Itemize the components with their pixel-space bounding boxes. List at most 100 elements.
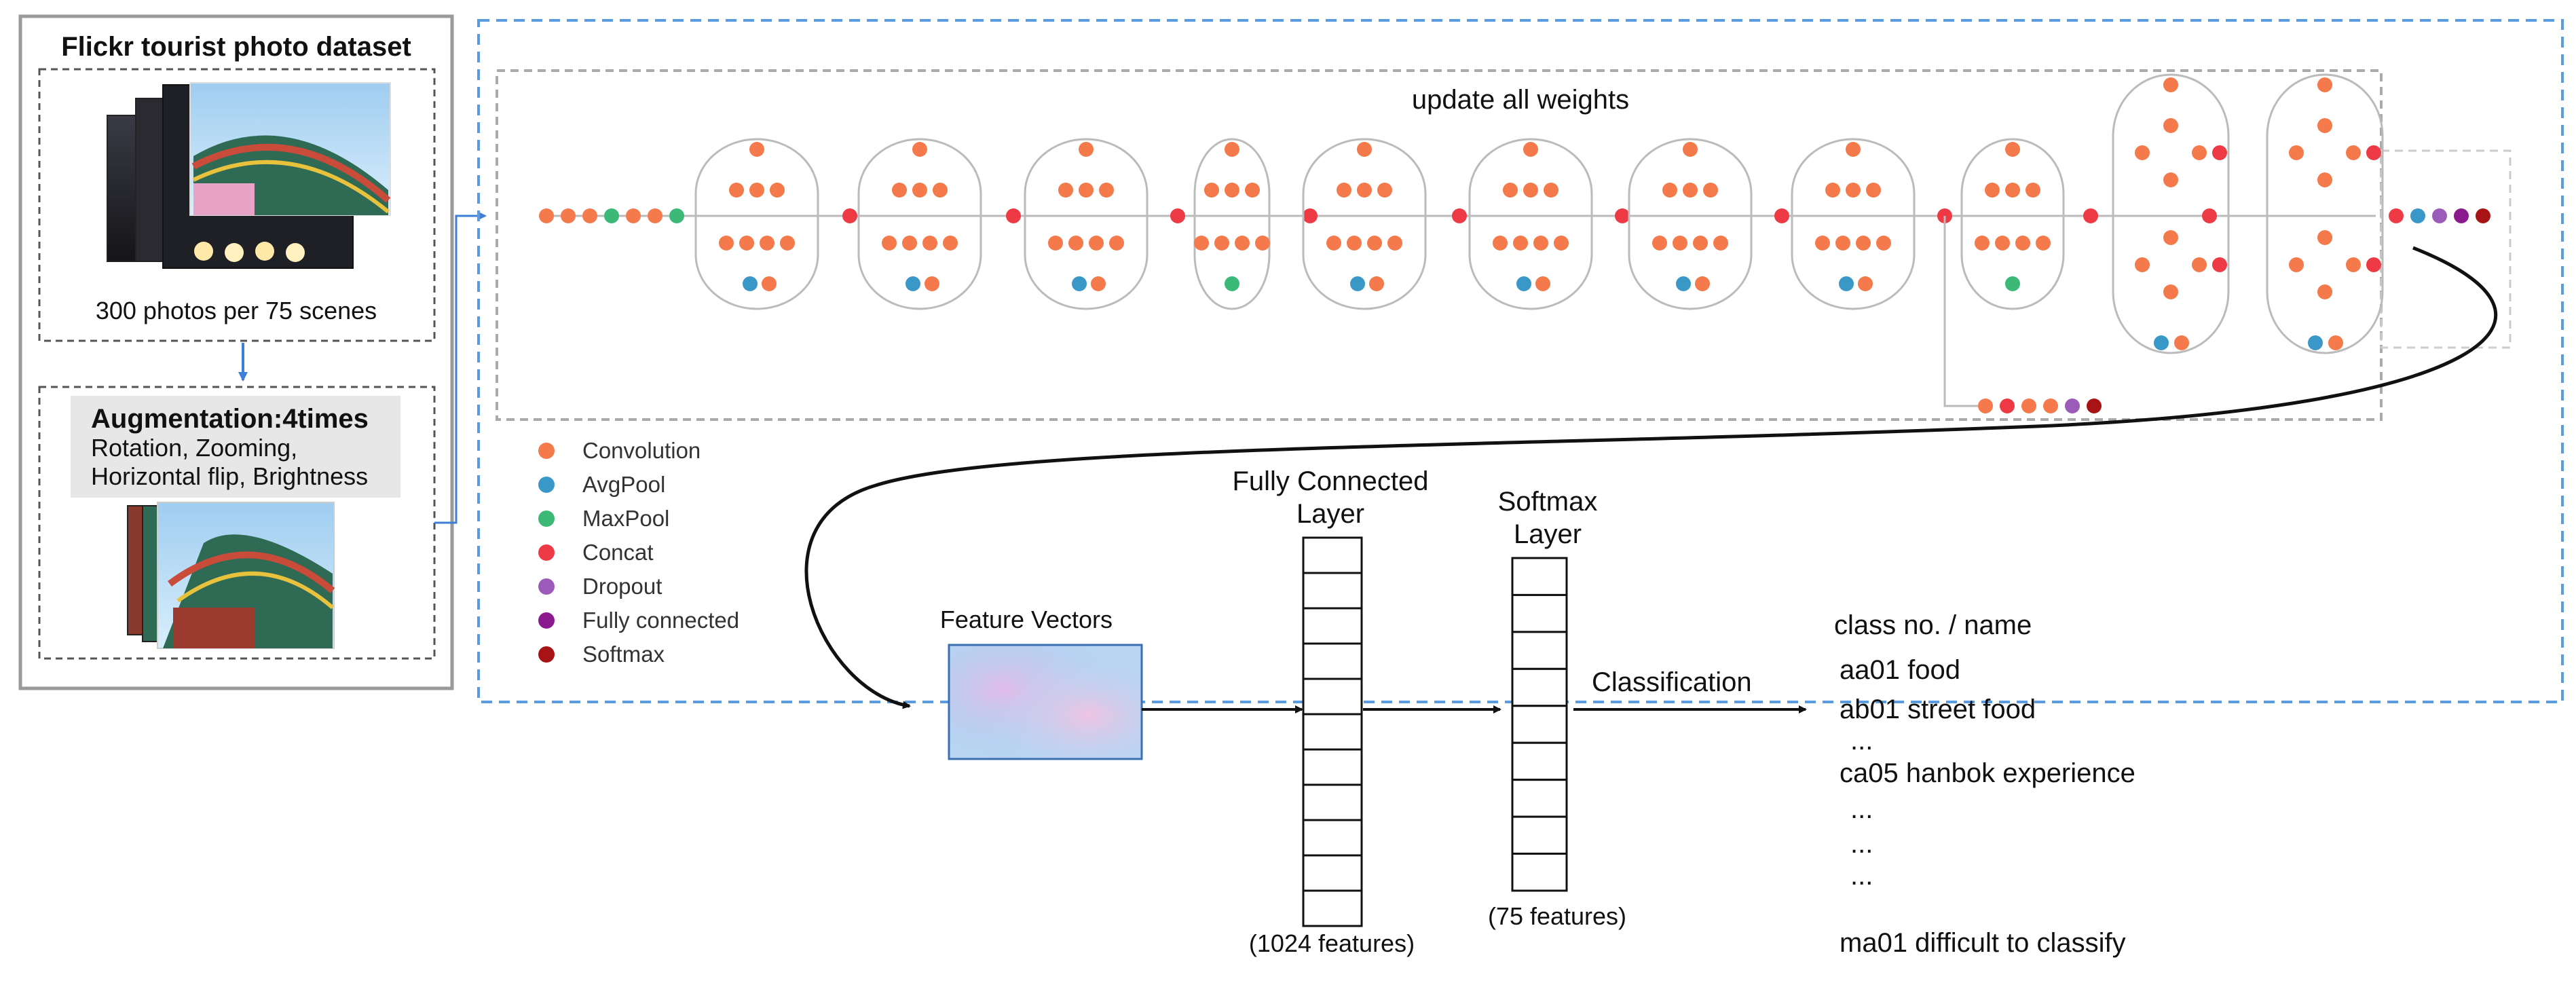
- conv-node: [1214, 236, 1229, 251]
- conv-node: [1377, 183, 1392, 198]
- conv-node: [1079, 142, 1094, 157]
- legend-swatch: [538, 511, 555, 527]
- conv-node: [1554, 236, 1569, 251]
- conv-node: [1493, 236, 1508, 251]
- dataset-title: Flickr tourist photo dataset: [61, 32, 411, 62]
- head-node: [2389, 208, 2404, 223]
- conv-node: [2005, 183, 2020, 198]
- layer-cell: [1302, 783, 1363, 821]
- conv-node: [1194, 236, 1209, 251]
- conv-node: [925, 276, 939, 291]
- conv-node: [2317, 118, 2332, 133]
- fc-layer-label-2: Layer: [1296, 499, 1364, 529]
- conv-node: [1503, 183, 1518, 198]
- conv-node: [1245, 183, 1260, 198]
- avgpool-node: [743, 276, 758, 291]
- avgpool-node: [2154, 335, 2169, 350]
- concat-node: [1303, 208, 1318, 223]
- conv-node: [739, 236, 754, 251]
- legend-label: Convolution: [582, 438, 701, 463]
- conv-node: [1533, 236, 1548, 251]
- conv-node: [1225, 142, 1239, 157]
- inception-module: [857, 138, 982, 310]
- conv-node: [749, 142, 764, 157]
- conv-node: [1099, 183, 1114, 198]
- legend-label: MaxPool: [582, 506, 669, 531]
- conv-node: [626, 208, 641, 223]
- conv-node: [1846, 183, 1861, 198]
- layer-cell: [1302, 607, 1363, 645]
- maxpool-node: [2005, 276, 2020, 291]
- aux-node: [2065, 398, 2080, 413]
- legend-label: Dropout: [582, 574, 662, 599]
- layer-cell: [1302, 819, 1363, 857]
- inception-module: [1302, 138, 1427, 310]
- inception-module: [1024, 138, 1149, 310]
- conv-node: [2015, 236, 2030, 251]
- conv-node: [1544, 183, 1558, 198]
- fc-features-label: (1024 features): [1249, 929, 1415, 957]
- aux-node: [2087, 398, 2102, 413]
- conv-node: [539, 208, 554, 223]
- conv-node: [1058, 183, 1073, 198]
- legend-swatch: [538, 612, 555, 629]
- conv-node: [2026, 183, 2040, 198]
- layer-cell: [1302, 642, 1363, 680]
- conv-node: [1109, 236, 1124, 251]
- conv-node: [2317, 172, 2332, 187]
- concat-node: [1170, 208, 1185, 223]
- conv-node: [2174, 335, 2189, 350]
- fc-layer-label-1: Fully Connected: [1232, 466, 1428, 496]
- conv-node: [912, 183, 927, 198]
- layer-cell: [1302, 572, 1363, 610]
- inception-module: [694, 138, 819, 310]
- conv-node: [1995, 236, 2010, 251]
- conv-node: [1876, 236, 1891, 251]
- concat-node: [2083, 208, 2098, 223]
- conv-node: [2328, 335, 2343, 350]
- conv-node: [1683, 142, 1698, 157]
- legend-swatch: [538, 477, 555, 493]
- layer-cell: [1511, 667, 1568, 707]
- inception-module-large: [2266, 73, 2384, 354]
- conv-node: [1835, 236, 1850, 251]
- conv-node: [1673, 236, 1687, 251]
- conv-node: [1856, 236, 1871, 251]
- head-node: [2432, 208, 2447, 223]
- feature-vectors-label: Feature Vectors: [940, 606, 1113, 633]
- conv-node: [2317, 284, 2332, 299]
- conv-node: [1815, 236, 1830, 251]
- feature-vector-image: [948, 644, 1143, 760]
- conv-node: [1866, 183, 1881, 198]
- conv-node: [1347, 236, 1362, 251]
- avgpool-node: [2308, 335, 2323, 350]
- conv-node: [1513, 236, 1528, 251]
- inception-module-large: [2112, 73, 2230, 354]
- avgpool-node: [1072, 276, 1087, 291]
- conv-node: [1337, 183, 1351, 198]
- conv-node: [2163, 118, 2178, 133]
- softmax-layer-label-2: Layer: [1514, 519, 1582, 549]
- conv-node: [1326, 236, 1341, 251]
- aux-node: [2043, 398, 2058, 413]
- concat-node: [1006, 208, 1021, 223]
- avgpool-node: [1839, 276, 1854, 291]
- flow-curve: [804, 246, 2498, 709]
- aux-node: [1978, 398, 1993, 413]
- conv-node: [922, 236, 937, 251]
- layer-cell: [1511, 705, 1568, 744]
- maxpool-node: [604, 208, 619, 223]
- conv-node: [648, 208, 662, 223]
- maxpool-node: [1225, 276, 1239, 291]
- conv-node: [762, 276, 777, 291]
- avgpool-node: [1350, 276, 1365, 291]
- conv-node: [1089, 236, 1104, 251]
- conv-node: [780, 236, 795, 251]
- conv-node: [1204, 183, 1219, 198]
- class-item: ...: [1850, 794, 1873, 824]
- dataset-panel: Flickr tourist photo dataset 300 photos …: [18, 14, 454, 690]
- class-item: ab01 street food: [1840, 694, 2036, 724]
- conv-node: [2163, 284, 2178, 299]
- conv-node: [1695, 276, 1710, 291]
- conv-node: [2289, 145, 2304, 160]
